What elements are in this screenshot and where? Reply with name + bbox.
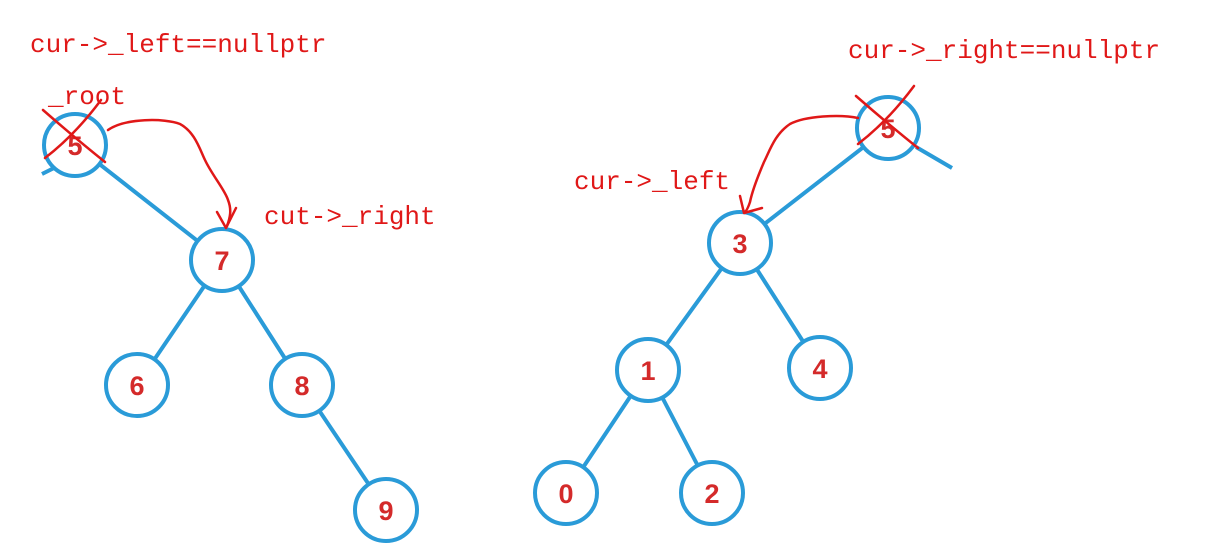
tree-node-1: 1 xyxy=(615,337,681,403)
node-circle xyxy=(104,352,170,418)
node-label: 7 xyxy=(214,246,229,276)
tree-node-4: 4 xyxy=(787,335,853,401)
node-circle xyxy=(787,335,853,401)
tree-edge-L5-L7 xyxy=(97,162,200,243)
tree-edge-R3-R1 xyxy=(664,266,724,347)
left-arrow-head xyxy=(215,206,238,230)
right-root-cross-mark xyxy=(854,84,920,150)
node-circle xyxy=(855,95,921,161)
tree-node-3: 3 xyxy=(707,210,773,276)
node-label: 9 xyxy=(378,496,393,526)
node-label: 5 xyxy=(67,131,82,161)
tree-node-9: 9 xyxy=(353,477,419,543)
tree-node-7: 7 xyxy=(189,227,255,293)
node-label: 4 xyxy=(812,354,827,384)
node-circle xyxy=(353,477,419,543)
tree-node-5: 5 xyxy=(42,112,108,178)
right-redirect-arrow xyxy=(742,114,860,214)
redirect-arrows xyxy=(106,114,860,230)
tree-edges xyxy=(97,145,866,487)
right-arrow-head xyxy=(738,194,764,215)
tree-edge-L7-L6 xyxy=(152,283,207,362)
left-target-label: cut->_right xyxy=(264,202,436,232)
tree-edge-L8-L9 xyxy=(317,408,371,487)
node-circle xyxy=(269,352,335,418)
tree-edge-R3-R4 xyxy=(754,267,806,344)
left-root-parent-stub xyxy=(41,166,55,176)
node-circle xyxy=(42,112,108,178)
node-circle xyxy=(615,337,681,403)
tree-node-8: 8 xyxy=(269,352,335,418)
node-label: 0 xyxy=(558,479,573,509)
deleted-node-marks xyxy=(41,84,920,164)
node-label: 8 xyxy=(294,371,309,401)
tree-node-0: 0 xyxy=(533,460,599,526)
tree-edge-R5-R3 xyxy=(762,145,866,226)
tree-edge-R1-R2 xyxy=(660,395,700,468)
node-label: 1 xyxy=(640,356,655,386)
root-label: _root xyxy=(47,82,126,112)
left-condition-label: cur->_left==nullptr xyxy=(30,30,326,60)
node-label: 6 xyxy=(129,371,144,401)
tree-node-2: 2 xyxy=(679,460,745,526)
tree-edge-L7-L8 xyxy=(236,284,288,361)
right-target-label: cur->_left xyxy=(574,167,730,197)
right-root-parent-stub xyxy=(914,145,954,170)
left-root-cross-mark xyxy=(41,98,107,164)
node-label: 2 xyxy=(704,479,719,509)
node-label: 3 xyxy=(732,229,747,259)
parent-edge-stubs xyxy=(41,145,954,176)
node-circle xyxy=(679,460,745,526)
node-circle xyxy=(707,210,773,276)
left-redirect-arrow xyxy=(106,118,232,228)
right-condition-label: cur->_right==nullptr xyxy=(848,36,1160,66)
node-circle xyxy=(533,460,599,526)
tree-edge-R1-R0 xyxy=(581,393,633,470)
tree-node-6: 6 xyxy=(104,352,170,418)
node-circle xyxy=(189,227,255,293)
